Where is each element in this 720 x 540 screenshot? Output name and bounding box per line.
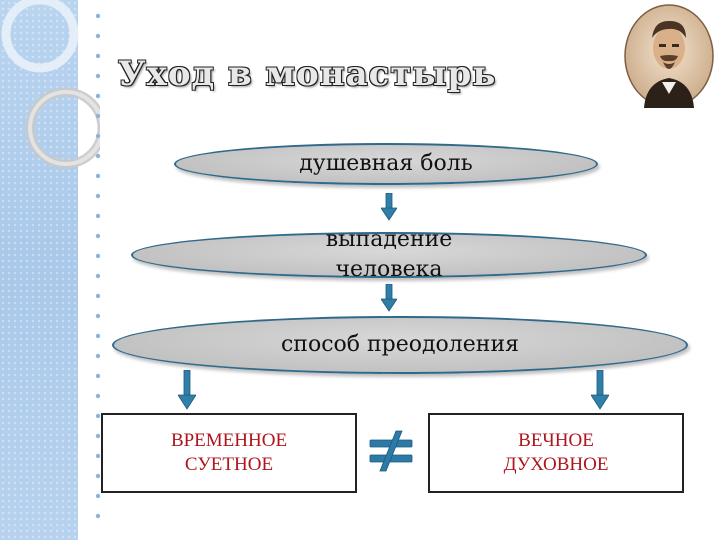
outcome-eternal-spiritual: ВЕЧНОЕ ДУХОВНОЕ [428, 413, 684, 493]
node-person-dropout-label: выпадение человека [325, 227, 453, 282]
decorative-rings [1, 0, 100, 169]
not-equal-icon [369, 430, 413, 472]
node-way-of-overcoming: способ преодоления [112, 316, 688, 374]
node-person-dropout: выпадение человека [131, 227, 647, 282]
arrow-down-icon [178, 370, 196, 410]
dotted-divider [95, 13, 101, 519]
arrow-down-icon [381, 193, 397, 221]
arrow-down-icon [381, 284, 397, 312]
arrow-down-icon [591, 370, 609, 410]
node-mental-pain: душевная боль [174, 143, 598, 185]
portrait-image [624, 4, 714, 108]
slide-title: Уход в монастырь [118, 54, 497, 94]
node-mental-pain-label: душевная боль [299, 151, 473, 176]
node-way-of-overcoming-label: способ преодоления [280, 332, 520, 357]
outcome-temporary-vain: ВРЕМЕННОЕ СУЕТНОЕ [101, 413, 357, 493]
